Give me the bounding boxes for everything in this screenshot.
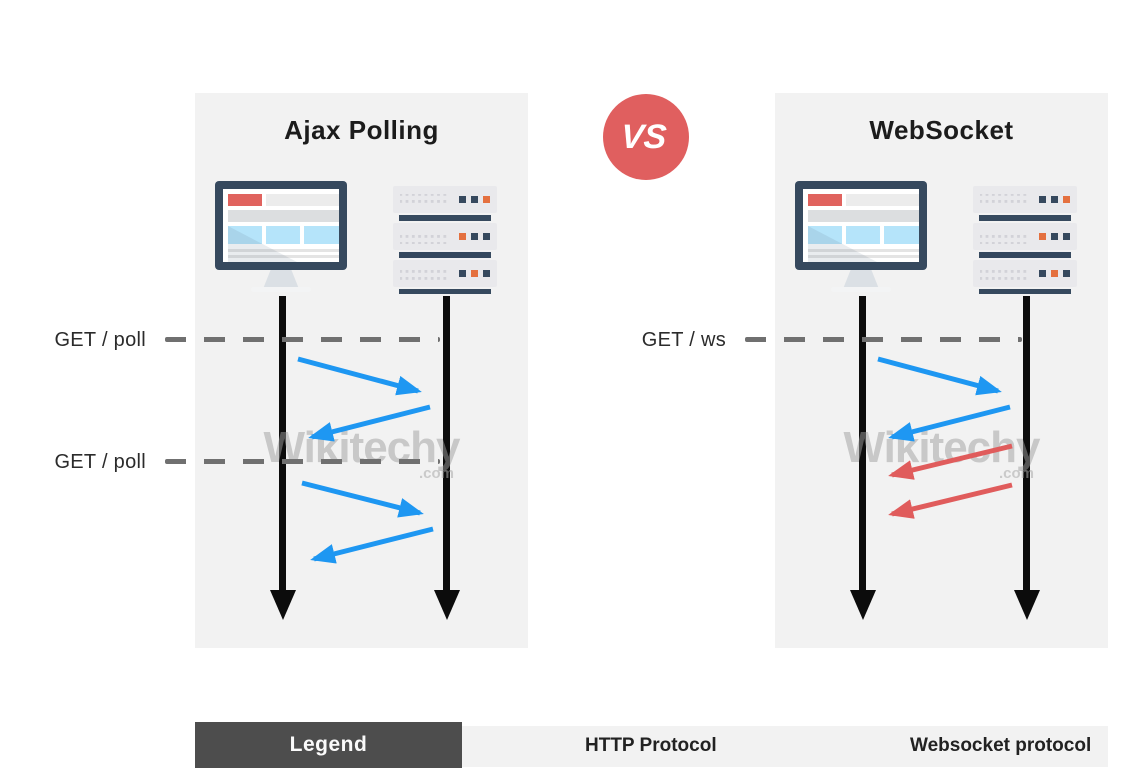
legend-title-box: Legend [195,722,462,768]
panel-title: Ajax Polling [284,115,439,145]
request-dashed-line [745,337,1022,342]
server-timeline [443,296,450,591]
vs-badge: VS [603,94,689,180]
watermark: Wikitechy .com [775,423,1108,482]
panel-title: WebSocket [869,115,1014,145]
server-stack-icon [393,186,497,294]
watermark-text: Wikitechy [843,423,1040,472]
server-timeline-arrow-icon [1014,590,1040,620]
request-dashed-line [165,459,440,464]
ajax-polling-panel: Ajax Polling [195,93,528,648]
request-label-get-ws: GET / ws [641,329,726,351]
request-dashed-line [165,337,440,342]
vs-badge-label: VS [620,117,669,156]
server-timeline-arrow-icon [434,590,460,620]
watermark-text: Wikitechy [263,423,460,472]
client-timeline [859,296,866,591]
legend-strip [462,726,1108,767]
legend-title: Legend [289,733,368,756]
watermark-suffix: .com [998,465,1034,482]
request-label-get-poll-2: GET / poll [54,451,146,473]
watermark: Wikitechy .com [195,423,528,482]
browser-client-icon [795,181,927,292]
browser-client-icon [215,181,347,292]
server-stack-icon [973,186,1077,294]
client-timeline-arrow-icon [270,590,296,620]
legend-item-websocket-label: Websocket protocol [910,735,1092,756]
client-timeline [279,296,286,591]
client-timeline-arrow-icon [850,590,876,620]
watermark-suffix: .com [418,465,454,482]
server-timeline [1023,296,1030,591]
legend-item-http-label: HTTP Protocol [585,735,717,756]
request-label-get-poll-1: GET / poll [54,329,146,351]
websocket-panel: WebSocket [775,93,1108,648]
